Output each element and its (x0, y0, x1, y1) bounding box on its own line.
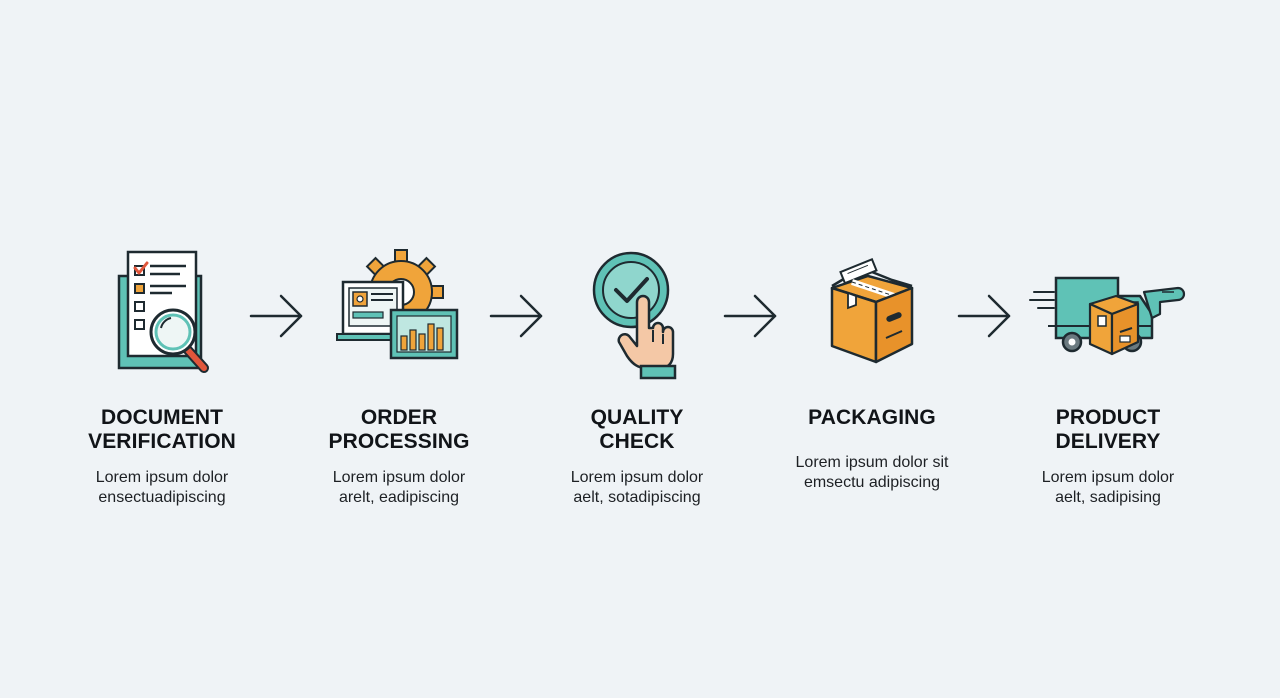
right-arrow-icon (723, 292, 779, 340)
step-order-processing: ORDER PROCESSING Lorem ipsum dolor arelt… (289, 230, 509, 520)
right-arrow-icon (489, 292, 545, 340)
delivery-truck-box-icon (1028, 270, 1188, 366)
step-description: Lorem ipsum dolor arelt, eadipiscing (332, 469, 466, 506)
right-arrow-icon (957, 292, 1013, 340)
document-magnifier-icon (102, 244, 222, 374)
gear-monitor-chart-icon (336, 248, 461, 372)
step-description: Lorem ipsum dolor ensectuadipiscing (95, 469, 229, 506)
step-title: DOCUMENT VERIFICATION (88, 406, 236, 453)
step-title: QUALITY CHECK (590, 406, 684, 453)
step-description: Lorem ipsum dolor aelt, sadipising (1041, 469, 1175, 506)
step-description: Lorem ipsum dolor aelt, sotadipiscing (570, 469, 704, 506)
step-title: PACKAGING (808, 406, 936, 429)
step-title: PRODUCT DELIVERY (1055, 406, 1161, 453)
hand-checkmark-icon (587, 250, 687, 380)
step-title: ORDER PROCESSING (328, 406, 470, 453)
step-quality-check: QUALITY CHECK Lorem ipsum dolor aelt, so… (527, 230, 747, 520)
step-document-verification: DOCUMENT VERIFICATION Lorem ipsum dolor … (52, 230, 272, 520)
step-product-delivery: PRODUCT DELIVERY Lorem ipsum dolor aelt,… (998, 230, 1218, 520)
step-description: Lorem ipsum dolor sit emsectu adipiscing (795, 454, 949, 491)
cardboard-box-icon (822, 258, 922, 368)
right-arrow-icon (249, 292, 305, 340)
step-packaging: PACKAGING Lorem ipsum dolor sit emsectu … (762, 230, 982, 520)
